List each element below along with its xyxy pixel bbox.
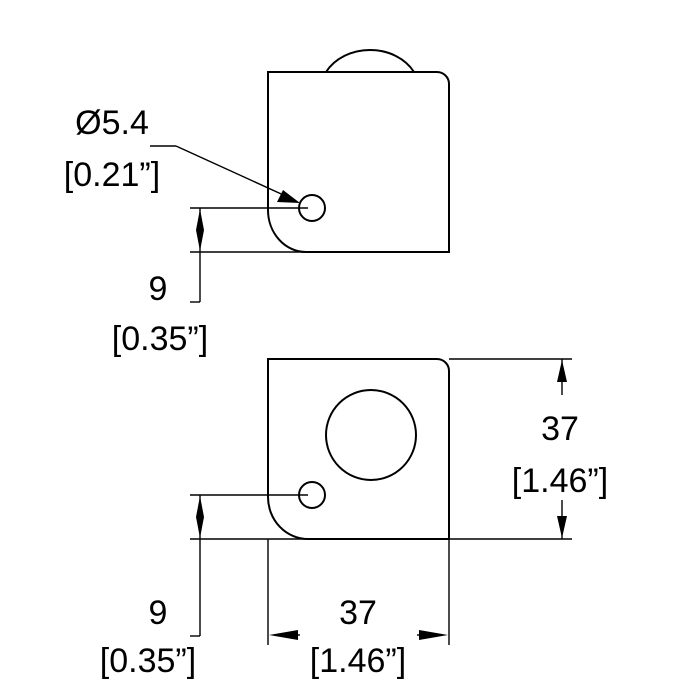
dimension-arrow: [196, 496, 204, 517]
bottom-hole-offset-mm: 9: [149, 594, 168, 632]
dimension-arrow: [557, 360, 567, 382]
dimension-arrow: [196, 517, 204, 538]
dimension-arrow: [557, 516, 567, 538]
dimension-arrow: [196, 209, 204, 230]
bottom-hole-offset-inch: [0.35”]: [100, 642, 196, 680]
hole-diameter-inch: [0.21”]: [64, 156, 160, 194]
height-mm: 37: [541, 410, 579, 448]
bottom-view: 9 [0.35”] 37 [1.46”] 37 [1.46”]: [100, 358, 608, 680]
top-view-dome: [325, 49, 415, 73]
dimension-arrow: [419, 630, 448, 640]
hole-diameter-label: Ø5.4: [75, 104, 149, 142]
height-inch: [1.46”]: [512, 462, 608, 500]
leader-line-diagonal: [175, 145, 291, 199]
hole-offset-mm: 9: [149, 270, 168, 308]
hole-offset-inch: [0.35”]: [112, 320, 208, 358]
bottom-view-outline: [267, 358, 450, 540]
top-view: Ø5.4 [0.21”] 9 [0.35”]: [64, 49, 450, 358]
dimension-arrow: [269, 630, 298, 640]
width-inch: [1.46”]: [310, 642, 406, 680]
width-mm: 37: [339, 594, 377, 632]
dimension-arrow: [196, 230, 204, 251]
leader-arrow: [277, 190, 300, 203]
top-view-outline: [267, 71, 450, 253]
large-hole: [325, 389, 417, 481]
